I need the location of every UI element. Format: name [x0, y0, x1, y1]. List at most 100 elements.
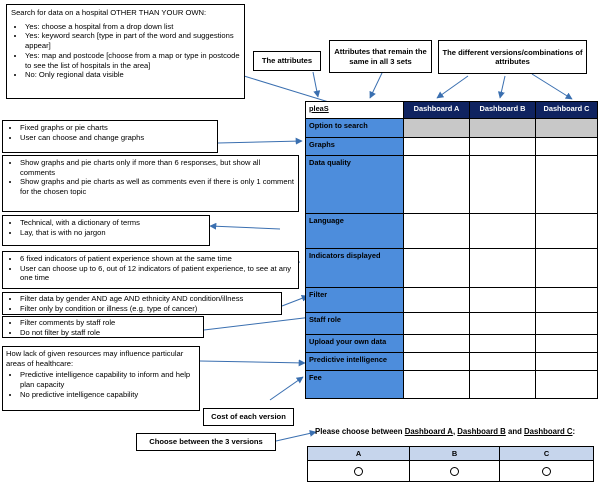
indicators-options-box: 6 fixed indicators of patient experience… — [2, 251, 299, 289]
cell-b-data-quality — [469, 155, 536, 214]
cell-a-graphs — [403, 137, 470, 156]
cell-c-option-to-search — [535, 118, 598, 138]
row-predictive-intelligence: Predictive intelligence — [305, 352, 404, 371]
arrow-cost — [269, 376, 304, 401]
row-language: Language — [305, 213, 404, 249]
row-upload-your-own-data: Upload your own data — [305, 334, 404, 353]
arrow-versions-a — [436, 75, 469, 99]
staff-role-option: Do not filter by staff role — [20, 328, 200, 338]
data-quality-option: Show graphs and pie charts only if more … — [20, 158, 295, 177]
cell-a-upload — [403, 334, 470, 353]
cell-a-staff-role — [403, 312, 470, 335]
language-option: Technical, with a dictionary of terms — [20, 218, 206, 228]
arrow-staff — [203, 314, 313, 331]
cell-b-staff-role — [469, 312, 536, 335]
label-versions: The different versions/combinations of a… — [438, 40, 587, 74]
choice-prompt-a: Dashboard A — [404, 427, 453, 436]
row-option-to-search: Option to search — [305, 118, 404, 138]
search-options-heading: Search for data on a hospital OTHER THAN… — [11, 8, 207, 17]
arrow-versions-b — [497, 75, 506, 99]
cell-a-filter — [403, 287, 470, 313]
filter-options-box: Filter data by gender AND age AND ethnic… — [2, 292, 282, 315]
cell-b-filter — [469, 287, 536, 313]
choice-prompt-b: Dashboard B — [457, 427, 506, 436]
cell-b-graphs — [469, 137, 536, 156]
label-cost: Cost of each version — [203, 408, 294, 426]
row-graphs: Graphs — [305, 137, 404, 156]
column-header-dashboard-a: Dashboard A — [403, 101, 470, 119]
cell-b-predictive — [469, 352, 536, 371]
choice-prompt-c: Dashboard C — [524, 427, 573, 436]
search-option: No: Only regional data visible — [25, 70, 240, 80]
search-option: Yes: choose a hospital from a drop down … — [25, 22, 240, 32]
graphs-option: User can choose and change graphs — [20, 133, 214, 143]
search-option: Yes: keyword search [type in part of the… — [25, 31, 240, 50]
column-header-dashboard-b: Dashboard B — [469, 101, 536, 119]
row-indicators-displayed: Indicators displayed — [305, 248, 404, 288]
cell-a-language — [403, 213, 470, 249]
cell-a-data-quality — [403, 155, 470, 214]
radio-c[interactable] — [542, 466, 551, 476]
row-filter: Filter — [305, 287, 404, 313]
choice-header-a: A — [307, 446, 410, 461]
choice-prompt: Please choose between Dashboard A, Dashb… — [315, 427, 576, 436]
filter-option: Filter data by gender AND age AND ethnic… — [20, 294, 278, 304]
data-quality-options-box: Show graphs and pie charts only if more … — [2, 155, 299, 212]
graphs-options-box: Fixed graphs or pie charts User can choo… — [2, 120, 218, 153]
cell-a-indicators — [403, 248, 470, 288]
cell-b-upload — [469, 334, 536, 353]
choice-cell-a — [307, 460, 410, 482]
data-quality-option: Show graphs and pie charts as well as co… — [20, 177, 295, 196]
row-fee: Fee — [305, 370, 404, 399]
cell-a-option-to-search — [403, 118, 470, 138]
indicators-option: User can choose up to 6, out of 12 indic… — [20, 264, 295, 283]
cell-c-graphs — [535, 137, 598, 156]
cell-c-staff-role — [535, 312, 598, 335]
predictive-option: No predictive intelligence capability — [20, 390, 196, 400]
row-data-quality: Data quality — [305, 155, 404, 214]
cell-b-language — [469, 213, 536, 249]
arrow-predictive — [199, 359, 306, 367]
cell-b-option-to-search — [469, 118, 536, 138]
cell-c-data-quality — [535, 155, 598, 214]
predictive-heading: How lack of given resources may influenc… — [6, 349, 184, 368]
choice-header-c: C — [499, 446, 594, 461]
radio-a[interactable] — [354, 466, 363, 476]
choice-header-b: B — [409, 446, 500, 461]
predictive-option: Predictive intelligence capability to in… — [20, 370, 196, 389]
column-header-dashboard-c: Dashboard C — [535, 101, 598, 119]
graphs-option: Fixed graphs or pie charts — [20, 123, 214, 133]
label-attributes: The attributes — [253, 51, 321, 71]
arrow-graphs — [217, 137, 303, 145]
search-options-box: Search for data on a hospital OTHER THAN… — [6, 4, 245, 99]
arrow-language — [209, 222, 281, 230]
radio-b[interactable] — [450, 466, 459, 476]
cell-c-filter — [535, 287, 598, 313]
cell-b-indicators — [469, 248, 536, 288]
arrow-filter — [281, 294, 309, 307]
search-option: Yes: map and postcode [choose from a map… — [25, 51, 240, 70]
label-same-attributes: Attributes that remain the same in all 3… — [329, 40, 432, 73]
filter-option: Filter only by condition or illness (e.g… — [20, 304, 278, 314]
cell-c-predictive — [535, 352, 598, 371]
cell-c-upload — [535, 334, 598, 353]
indicators-option: 6 fixed indicators of patient experience… — [20, 254, 295, 264]
language-options-box: Technical, with a dictionary of terms La… — [2, 215, 210, 246]
cell-a-fee — [403, 370, 470, 399]
choice-cell-b — [409, 460, 500, 482]
arrow-versions-c — [531, 73, 573, 100]
arrow-same — [369, 72, 383, 99]
arrow-attributes — [312, 71, 321, 98]
predictive-options-box: How lack of given resources may influenc… — [2, 346, 200, 411]
cell-c-language — [535, 213, 598, 249]
staff-role-options-box: Filter comments by staff role Do not fil… — [2, 316, 204, 338]
choice-cell-c — [499, 460, 594, 482]
cell-c-indicators — [535, 248, 598, 288]
staff-role-option: Filter comments by staff role — [20, 318, 200, 328]
cell-a-predictive — [403, 352, 470, 371]
arrow-choose — [275, 429, 317, 442]
matrix-corner: pleaS — [305, 101, 404, 119]
label-choose: Choose between the 3 versions — [136, 433, 276, 451]
cell-c-fee — [535, 370, 598, 399]
cell-b-fee — [469, 370, 536, 399]
